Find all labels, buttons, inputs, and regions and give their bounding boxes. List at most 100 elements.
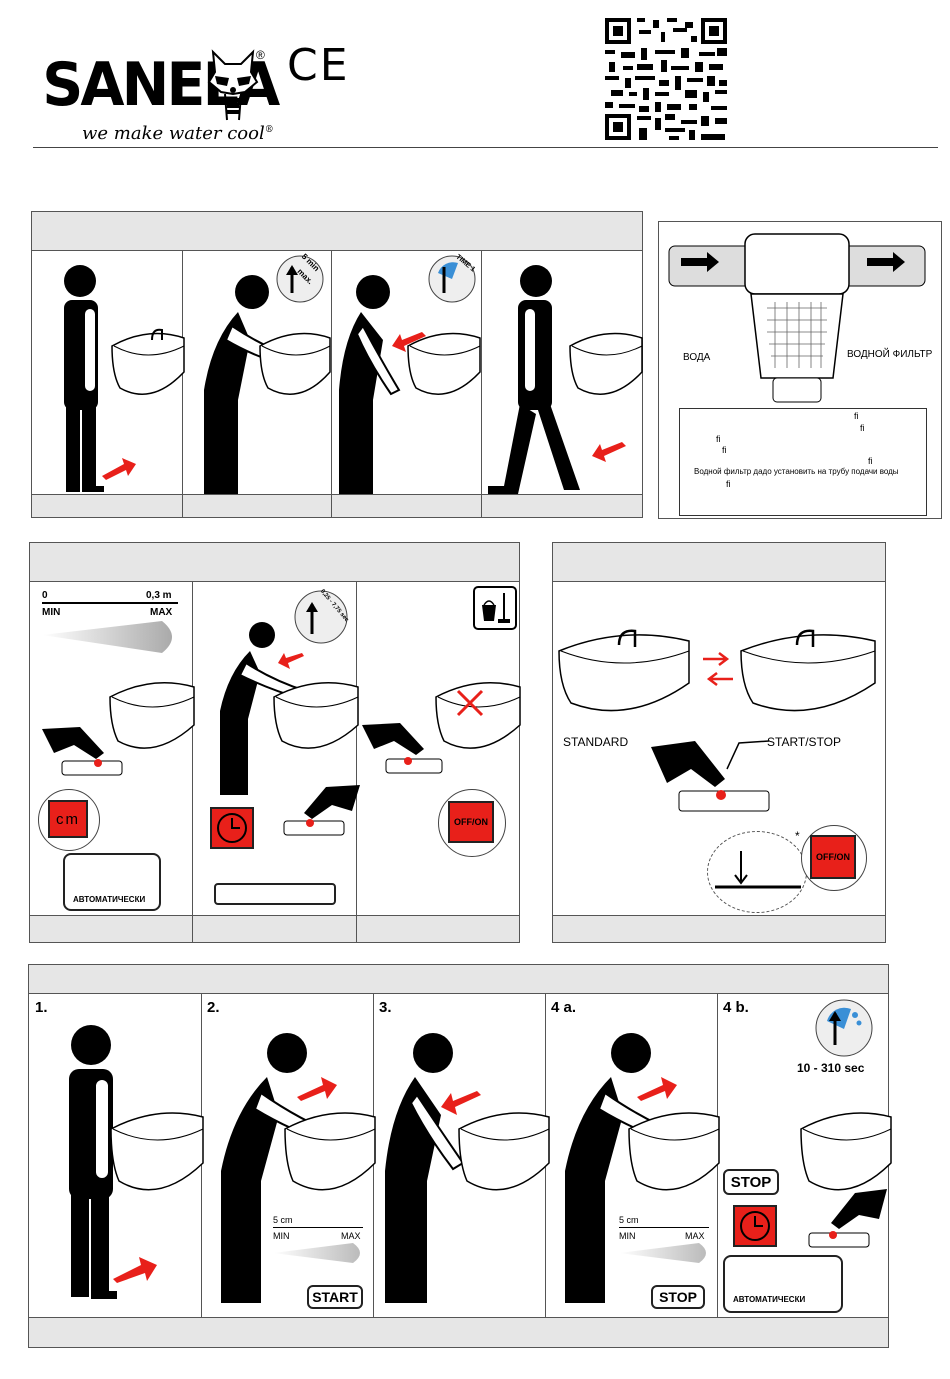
step-4a-number: 4 a.	[551, 999, 577, 1016]
water-filter-icon	[668, 233, 926, 403]
arrow-right-icon	[113, 1257, 157, 1283]
clock-display	[210, 807, 254, 849]
range-min-value: 0	[42, 590, 48, 601]
disabled-cross-icon	[456, 689, 484, 717]
glyph-6: ﬁ	[726, 479, 731, 489]
timer-badge-icon	[428, 255, 476, 303]
auto-mode-box: АВТОМАТИЧЕСКИ	[63, 853, 161, 911]
standard-label: STANDARD	[563, 735, 629, 749]
clock-icon	[740, 1211, 770, 1241]
qr-code	[605, 18, 727, 140]
step-2-number: 2.	[207, 999, 220, 1016]
clock-display	[733, 1205, 777, 1247]
range-min-label: MIN	[42, 607, 61, 618]
registered-mark: ®	[256, 48, 265, 62]
sink-icon	[628, 1112, 720, 1191]
arrow-down-left-icon	[592, 442, 626, 462]
person-standing-icon	[69, 1025, 117, 1299]
panel-2-header	[29, 542, 520, 582]
range-label: 5 cm	[619, 1215, 639, 1225]
arrow-right-icon	[637, 1077, 677, 1101]
step-4b-number: 4 b.	[723, 999, 749, 1016]
range-min-label: MIN	[273, 1231, 290, 1241]
person-stepping-back-icon	[385, 1033, 465, 1303]
panel-2-sensor-settings: 0 0,3 m MIN MAX cm АВТОМАТИЧЕСКИ 0,25 - …	[29, 542, 521, 943]
asterisk: *	[795, 829, 800, 843]
panel-1-usage-steps: 5 min max. TIME 1	[31, 211, 643, 518]
range-max-label: MAX	[150, 607, 173, 618]
cm-display: cm	[48, 800, 88, 838]
time-range-label: 10 - 310 sec	[797, 1061, 865, 1075]
off-on-button: OFF/ON	[810, 835, 856, 879]
person-stepping-back-icon	[339, 275, 401, 494]
panel-1-footer	[32, 494, 642, 517]
stop-label: STOP	[651, 1285, 705, 1309]
swap-arrows-icon	[703, 652, 733, 686]
glyph-4: ﬁ	[722, 445, 727, 455]
range-max-label: MAX	[685, 1231, 705, 1241]
panel-3-footer	[553, 915, 885, 942]
range-scale-line	[273, 1227, 363, 1228]
time-badge-icon	[815, 999, 873, 1057]
filter-note-box: ﬁ ﬁ ﬁ ﬁ ﬁ Водной фильтр дадо установить …	[679, 408, 927, 516]
auto-label: АВТОМАТИЧЕСКИ	[73, 895, 146, 904]
range-min-label: MIN	[619, 1231, 636, 1241]
step-1-number: 1.	[35, 999, 48, 1016]
sink-icon	[800, 1112, 892, 1191]
raccoon-logo-icon	[207, 49, 259, 121]
sink-icon	[109, 682, 195, 749]
hand-pressing-icon	[283, 785, 360, 836]
hand-pressing-icon	[651, 740, 770, 812]
timer-badge-icon	[276, 255, 324, 303]
panel-2-footer	[30, 915, 519, 942]
sink-icon	[407, 332, 481, 395]
header-divider	[33, 147, 938, 148]
sensor-beam-icon	[273, 1243, 360, 1263]
cleaning-mode-icon	[473, 586, 517, 630]
panel-4-start-stop-steps: 1. 2. 3. 4 a. 4 b. 5 cm MIN MAX START	[28, 964, 892, 1348]
hand-pressing-icon	[808, 1189, 887, 1248]
glyph-2: ﬁ	[860, 423, 865, 433]
panel-4-header	[28, 964, 889, 994]
arrow-left-icon	[441, 1091, 481, 1115]
panel-3-mode-switch: STANDARD START/STOP * OFF/ON	[552, 542, 886, 943]
range-scale-line	[619, 1227, 709, 1228]
hand-pressing-icon	[362, 723, 443, 774]
sink-icon	[111, 328, 185, 395]
arrow-right-icon	[297, 1077, 337, 1101]
auto-mode-box: АВТОМАТИЧЕСКИ	[723, 1255, 843, 1313]
range-label: 5 cm	[273, 1215, 293, 1225]
arrow-left-icon	[392, 332, 426, 352]
sensor-beam-icon	[619, 1243, 706, 1263]
time-badge-icon	[294, 590, 348, 644]
sink-icon	[458, 1112, 550, 1191]
slogan: we make water cool®	[82, 123, 274, 144]
sink-icon	[259, 332, 331, 395]
stop-big-label: STOP	[723, 1169, 779, 1195]
ce-mark: CE	[287, 40, 350, 91]
sink-icon	[284, 1112, 376, 1191]
sink-start-stop-icon	[740, 629, 876, 712]
person-bending-icon	[221, 1033, 341, 1303]
sink-icon	[569, 332, 643, 395]
filter-label: ВОДНОЙ ФИЛЬТР	[847, 349, 933, 360]
sink-standard-icon	[558, 629, 690, 712]
filter-note: Водной фильтр дадо установить на трубу п…	[694, 467, 899, 476]
range-scale-line	[42, 602, 178, 604]
step-3-number: 3.	[379, 999, 392, 1016]
glyph-1: ﬁ	[854, 411, 859, 421]
arrow-left-icon	[278, 653, 304, 669]
slogan-text: we make water cool	[82, 123, 265, 144]
slogan-mark: ®	[264, 125, 274, 135]
sink-icon	[110, 1112, 204, 1191]
clock-icon	[217, 813, 247, 843]
range-max-label: MAX	[341, 1231, 361, 1241]
sensor-beam-icon	[42, 621, 172, 653]
start-stop-label: START/STOP	[767, 735, 842, 749]
hand-pressing-icon	[42, 727, 123, 776]
sink-icon	[273, 682, 359, 749]
panel-4-footer	[29, 1317, 888, 1347]
range-max-value: 0,3 m	[146, 590, 172, 601]
panel-1-header	[31, 211, 643, 251]
glyph-5: ﬁ	[868, 456, 873, 466]
